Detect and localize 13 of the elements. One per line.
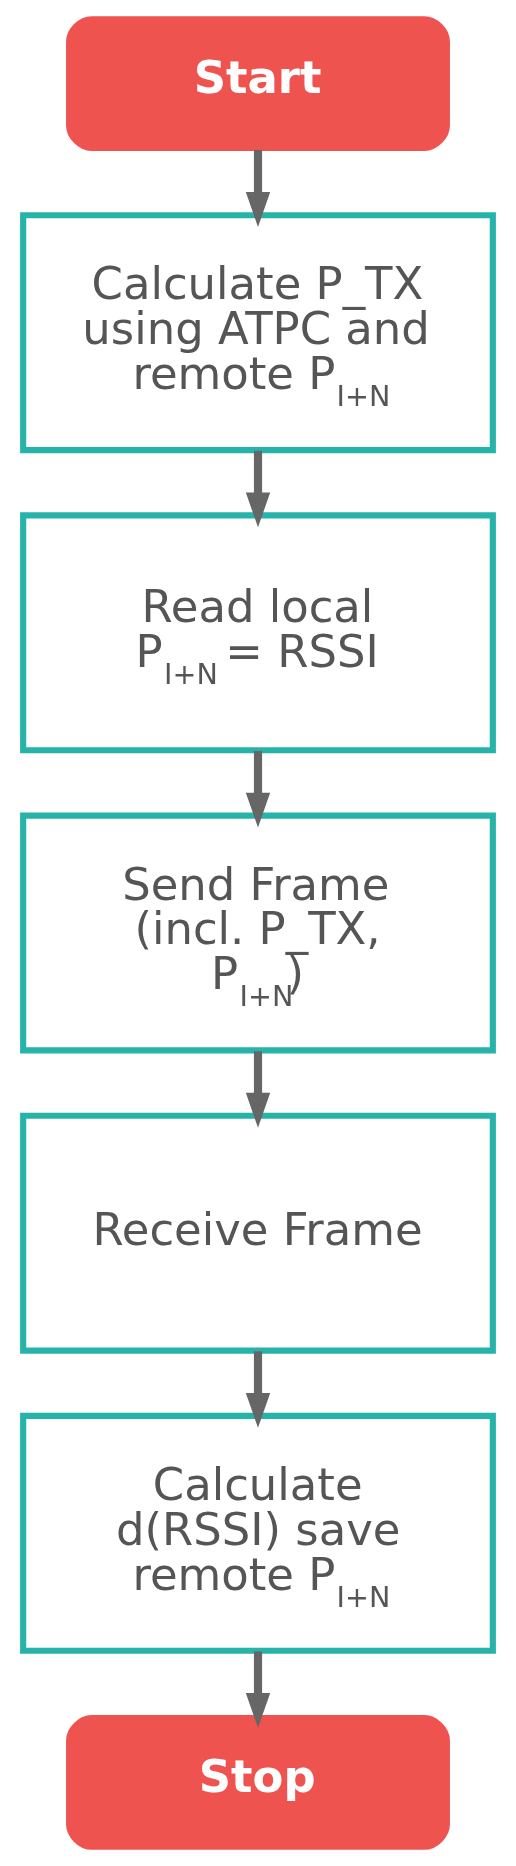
arrow — [245, 1051, 271, 1128]
node-box: Send Frame (incl. P_TX, P$_{I+N}$) — [20, 812, 496, 1054]
node-box: Calculate P_TX using ATPC and remote P$_{I+N}$ — [20, 212, 496, 454]
node-box: Calculate d(RSSI) save remote P$_{I+N}$ — [20, 1412, 496, 1654]
node-box: Start — [66, 16, 450, 151]
arrow — [245, 751, 271, 828]
node-box: Read local P$_{I+N}$ = RSSI — [20, 512, 496, 754]
arrow — [245, 1651, 271, 1728]
arrow — [245, 1351, 271, 1428]
node-box: Receive Frame — [20, 1112, 496, 1354]
node-box: Stop — [66, 1715, 450, 1850]
arrow — [245, 149, 271, 227]
arrow — [245, 450, 271, 528]
